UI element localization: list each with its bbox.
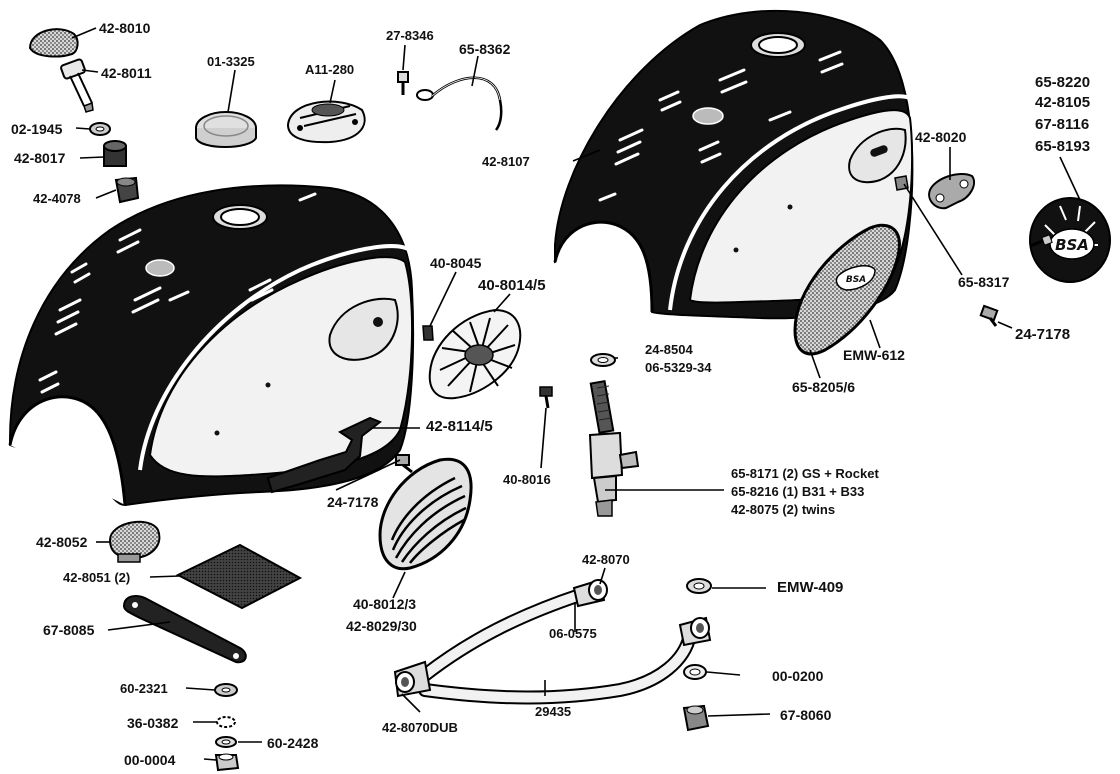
part-label-42-8029-30: 42-8029/30 [346,618,417,634]
part-label-00-0200: 00-0200 [772,668,824,684]
part-label-42-8107: 42-8107 [482,154,530,169]
nut-42-4078 [114,176,140,204]
screw-24-7178-right [979,304,999,327]
part-label-42-8105: 42-8105 [1035,94,1091,111]
strap-67-8085 [122,595,247,664]
part-label-65-8216: 65-8216 (1) B31 + B33 [731,484,865,499]
cable-65-8362 [416,76,503,131]
badge-40-8014 [428,308,522,400]
badge-logo-text: BSA [1055,236,1089,254]
part-label-42-8010: 42-8010 [99,20,151,36]
washer-60-2428 [215,736,237,748]
part-label-42-8051: 42-8051 (2) [63,570,131,585]
bolt-42-8011 [60,58,94,113]
washer-00-0200 [683,664,707,680]
bracket-42-8114 [266,416,382,494]
part-label-06-0575: 06-0575 [549,626,597,641]
part-label-42-8052: 42-8052 [36,534,88,550]
part-label-emw-409: EMW-409 [777,579,844,596]
part-label-29435: 29435 [535,704,572,719]
fuel-lines [393,578,712,705]
knee-grip-right: BSA [793,223,901,356]
part-label-42-8075: 42-8075 (2) twins [731,502,836,517]
part-label-40-8012-3: 40-8012/3 [353,596,417,612]
part-label-40-8045: 40-8045 [430,255,482,271]
part-label-42-4078: 42-4078 [33,191,81,206]
part-label-42-8011: 42-8011 [101,65,152,81]
part-label-24-8504: 24-8504 [645,342,693,357]
part-label-01-3325: 01-3325 [207,54,255,69]
fuel-tank-left [8,184,415,507]
washer-36-0382 [216,716,236,728]
part-label-24-7178-mid: 24-7178 [327,494,379,510]
screw-badge [1029,234,1053,248]
nut-00-0004 [214,753,240,772]
bsa-badge-65-8193: BSA [1029,197,1111,283]
cap-seal-a11-280 [286,100,366,144]
part-label-65-8317: 65-8317 [958,274,1010,290]
part-label-65-8362: 65-8362 [459,41,511,57]
knob-42-8052 [108,520,161,563]
part-label-60-2321: 60-2321 [120,681,168,696]
leader-lines [71,27,1081,761]
part-label-67-8060: 67-8060 [780,707,832,723]
part-label-00-0004: 00-0004 [124,752,176,768]
part-label-02-1945: 02-1945 [11,121,63,137]
part-label-27-8346: 27-8346 [386,28,434,43]
part-label-42-8070dub: 42-8070DUB [382,720,458,735]
part-label-42-8020: 42-8020 [915,129,967,145]
part-label-40-8014-5: 40-8014/5 [478,277,546,294]
screw-40-8045 [422,325,434,341]
part-label-65-8220: 65-8220 [1035,74,1091,91]
fuel-tap [588,380,640,517]
part-label-65-8171: 65-8171 (2) GS + Rocket [731,466,879,481]
rubber-42-8017 [103,140,127,167]
screw-24-7178-mid [395,454,413,474]
part-label-40-8016: 40-8016 [503,472,551,487]
knee-grip-left [378,457,473,571]
part-label-36-0382: 36-0382 [127,715,179,731]
screw-40-8016 [539,386,553,409]
nut-67-8060 [682,704,710,732]
part-label-67-8116: 67-8116 [1035,116,1090,133]
screw-27-8346 [397,71,409,95]
part-label-24-7178-right: 24-7178 [1015,326,1071,343]
grip-logo-text: BSA [846,275,866,285]
part-label-42-8017: 42-8017 [14,150,66,166]
part-label-65-8193: 65-8193 [1035,138,1091,155]
washer-02-1945 [89,122,111,136]
part-label-42-8070: 42-8070 [582,552,630,567]
pad-42-8051 [175,543,303,610]
part-label-42-8114-5: 42-8114/5 [426,418,493,435]
washer-24-8504 [590,353,616,367]
part-label-67-8085: 67-8085 [43,622,95,638]
cap-42-8010 [28,28,79,58]
part-label-60-2428: 60-2428 [267,735,319,751]
bracket-42-8020 [928,172,976,210]
part-label-a11-280: A11-280 [305,62,355,77]
part-label-06-5329-34: 06-5329-34 [645,360,712,375]
washer-60-2321 [214,683,238,697]
filler-cap-01-3325 [195,111,257,148]
part-label-65-8205-6: 65-8205/6 [792,379,856,395]
washer-emw-409 [686,578,712,594]
part-label-emw-612: EMW-612 [843,347,905,363]
